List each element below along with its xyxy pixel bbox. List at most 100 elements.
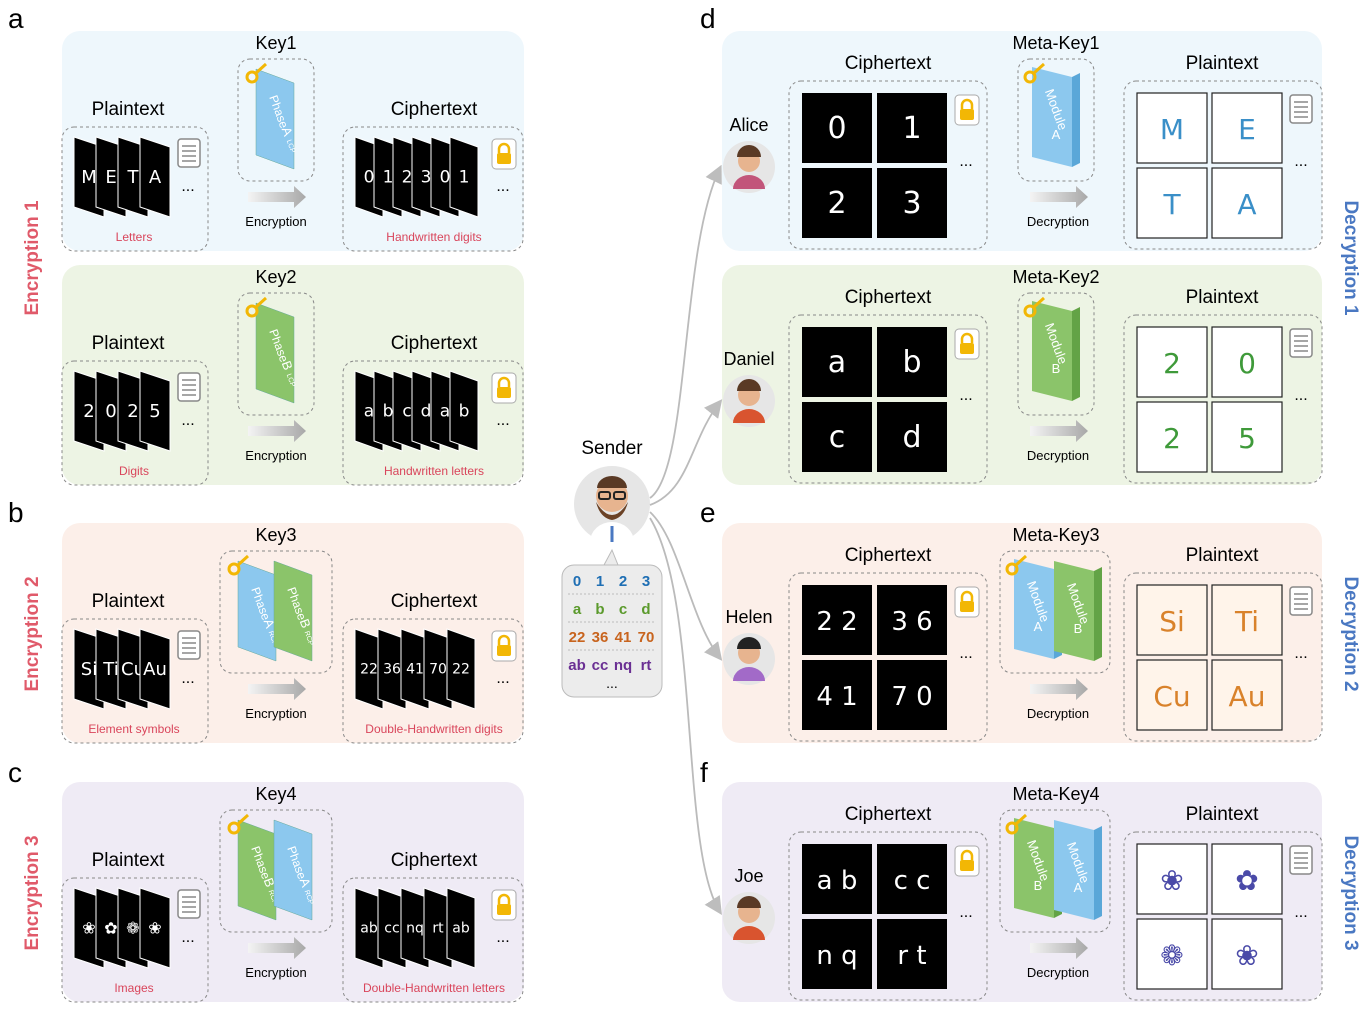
ciphertext-grid-box [788,572,988,742]
ciphertext-ellipsis: ... [959,645,972,662]
ciphertext-ellipsis: ... [959,387,972,404]
ciphertext-glyph: c [829,420,846,455]
plaintext-cell: Cu [1136,659,1208,731]
plaintext-header: Plaintext [92,591,166,612]
plaintext-slide: cc [377,887,407,969]
plaintext-glyph: E [1238,113,1256,146]
slide-glyph: ❁ [126,918,139,937]
ciphertext-cell: 1 [877,93,947,163]
plaintext-ellipsis: ... [181,178,194,195]
key-box [219,809,333,933]
bubble-item: 41 [615,629,632,646]
receiver-name: Joe [734,866,763,886]
slide-glyph: 0 [364,168,375,188]
slide-glyph: Si [81,659,97,680]
plaintext-header: Plaintext [1186,53,1260,74]
slide-glyph: 5 [149,401,160,422]
bubble-item: b [595,601,604,618]
plaintext-cell: ❁ [1136,918,1208,990]
encryption-label: Encryption [245,965,306,980]
lock-icon [491,889,517,921]
ciphertext-ellipsis: ... [959,904,972,921]
plaintext-box [61,877,209,1003]
plaintext-document-icon [177,630,201,660]
slide-glyph: 22 [360,662,378,678]
slide-glyph: ❀ [148,918,161,937]
ciphertext-cell: 3 [877,168,947,238]
plaintext-cell: 2 [1136,401,1208,473]
slide-glyph: nq [406,921,424,937]
plaintext-header: Plaintext [92,850,166,871]
plaintext-document-icon [1289,845,1313,875]
ciphertext-header: Ciphertext [391,850,478,871]
plaintext-cell: A [1211,167,1283,239]
plaintext-cell: T [1136,167,1208,239]
bubble-item: nq [614,657,632,674]
plaintext-document-icon [177,372,201,402]
slide-glyph: 3 [421,168,432,188]
phase-subscript: LCP [285,139,296,155]
key-icon [227,813,250,835]
key-title: Key2 [255,267,296,287]
ciphertext-glyph: 3 6 [891,607,932,637]
plaintext-cell: Au [1211,659,1283,731]
slide-glyph: 22 [452,662,470,678]
plaintext-header: Plaintext [1186,804,1260,825]
slide-glyph: 2 [83,401,94,422]
slide-glyph: Au [143,659,167,680]
plaintext-glyph: 2 [1163,422,1181,455]
plaintext-slide: ❀ [139,887,171,969]
bubble-item: rt [641,657,652,674]
module-sub-label: A [1052,127,1061,142]
plaintext-slide: rt [423,887,453,969]
plaintext-cell: 5 [1211,401,1283,473]
plaintext-glyph: Ti [1234,605,1259,638]
bubble-item: c [619,601,627,618]
ciphertext-glyph: r t [897,941,926,971]
plaintext-box [61,126,209,252]
panel-letter-e: e [700,497,716,528]
lock-icon [954,328,980,360]
plaintext-cell: 0 [1211,326,1283,398]
plaintext-cell: E [1211,92,1283,164]
lock-icon [491,138,517,170]
plaintext-cell: ❀ [1211,918,1283,990]
slide-glyph: b [459,402,470,422]
process-arrow [248,937,306,959]
module-sub-label: B [1074,621,1083,636]
ciphertext-cell: r t [877,919,947,989]
plaintext-slide: 41 [400,628,430,710]
plaintext-glyph: 0 [1238,347,1256,380]
ciphertext-glyph: 4 1 [816,682,857,712]
slide-glyph: Cu [121,659,145,680]
phase-subscript: RCP [267,630,279,647]
plaintext-glyph: ❁ [1160,939,1183,972]
slide-glyph: 70 [429,662,447,678]
plaintext-document-icon [1289,94,1313,124]
plaintext-box [61,618,209,744]
plaintext-ellipsis: ... [1294,153,1307,170]
plaintext-slide: A [139,136,171,218]
plaintext-cell: Ti [1211,584,1283,656]
lock-icon [954,586,980,618]
plaintext-document-icon [177,889,201,919]
plaintext-grid-box [1123,572,1323,742]
plaintext-glyph: ❀ [1160,864,1183,897]
plaintext-glyph: Cu [1153,680,1190,713]
ciphertext-box [342,126,524,252]
key-icon [245,62,268,84]
ciphertext-glyph: n q [816,941,857,971]
ciphertext-glyph: 2 2 [816,607,857,637]
